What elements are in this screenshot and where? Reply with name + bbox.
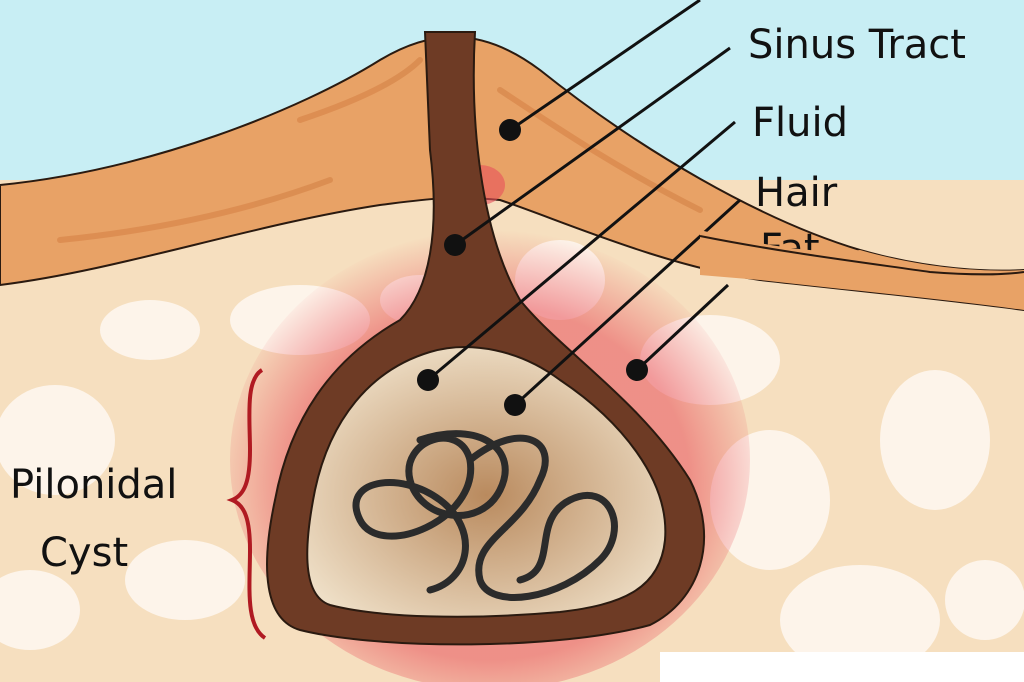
hair-tangle — [352, 430, 618, 601]
cyst-cavity — [306, 346, 667, 618]
cyst-bracket — [226, 368, 267, 640]
label-fluid: Fluid — [752, 100, 848, 146]
label-cyst: Cyst — [40, 530, 128, 576]
label-sinus-tract: Sinus Tract — [748, 22, 966, 68]
pointer-dots — [417, 119, 648, 416]
leader-lines — [427, 0, 742, 407]
label-pilonidal: Pilonidal — [10, 462, 177, 508]
label-hair: Hair — [755, 170, 838, 216]
